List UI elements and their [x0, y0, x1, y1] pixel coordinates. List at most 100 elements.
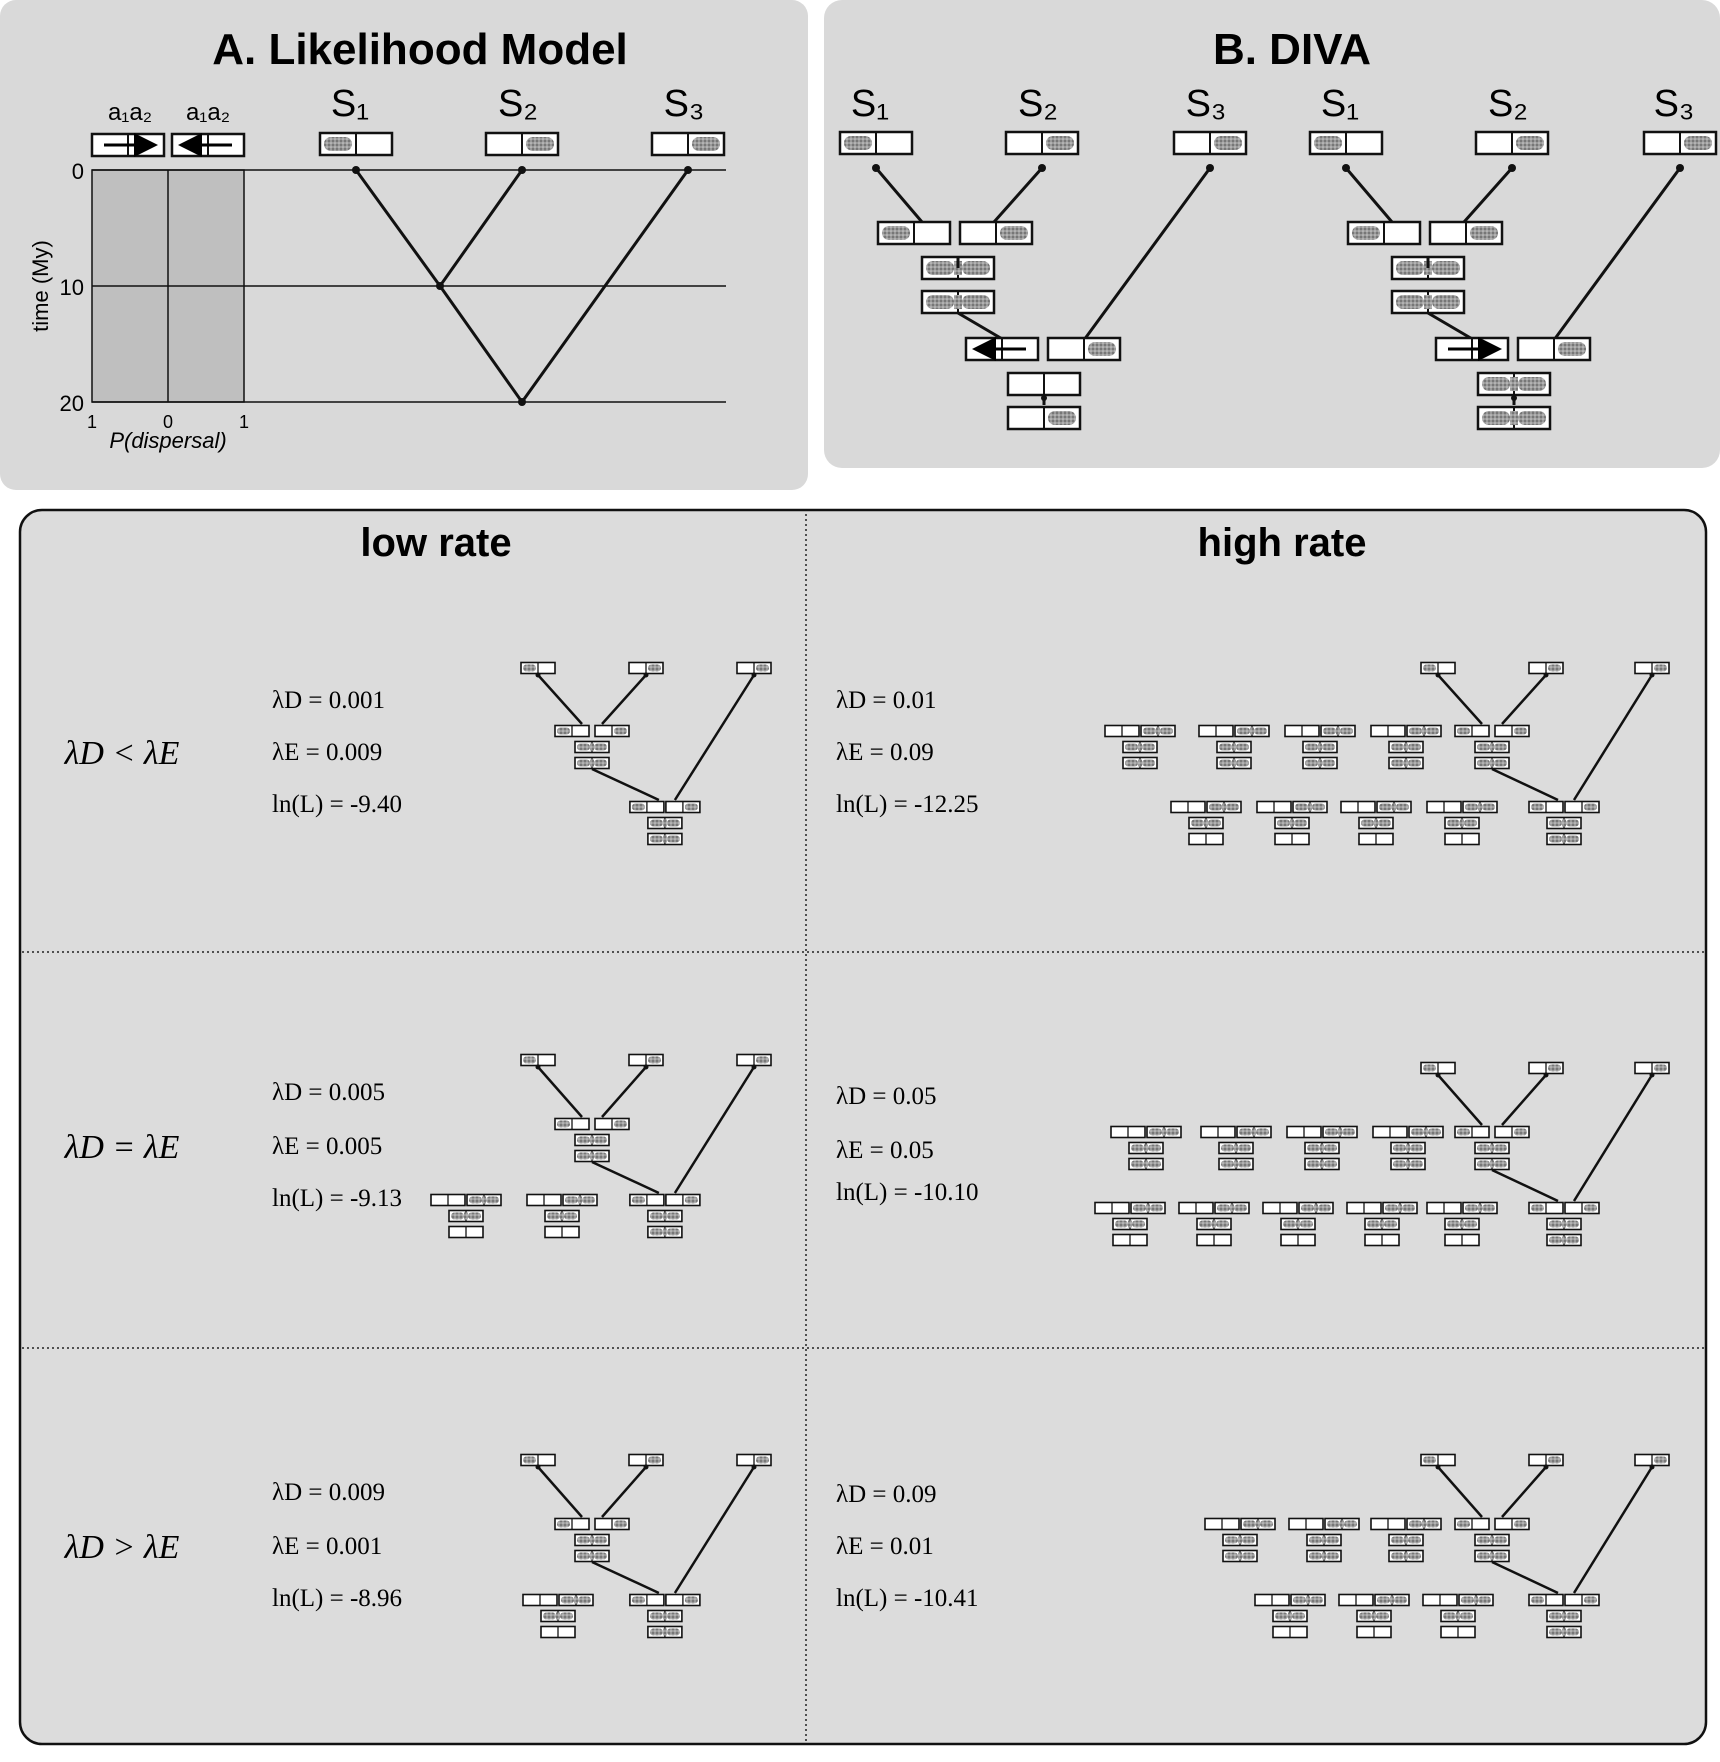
area-occupied	[1398, 1204, 1402, 1212]
node-dot	[1435, 1072, 1441, 1078]
area-occupied	[1144, 1144, 1148, 1152]
node-dot	[535, 1064, 541, 1070]
branch-line	[673, 674, 756, 801]
node-dot	[1649, 672, 1655, 678]
area-occupied	[1299, 1220, 1314, 1228]
area-occupied	[1513, 1520, 1528, 1528]
node-dot	[1342, 164, 1350, 172]
area-occupied	[576, 743, 591, 751]
area-occupied	[1425, 727, 1440, 735]
branch-line	[1491, 767, 1559, 802]
branch-line	[1491, 1168, 1559, 1203]
area-occupied	[1274, 1612, 1289, 1620]
area-occupied	[961, 294, 991, 310]
area-occupied	[323, 136, 353, 152]
area-occupied	[631, 803, 645, 811]
area-occupied	[613, 1120, 628, 1128]
area-occupied	[1130, 1144, 1145, 1152]
area-occupied	[755, 1456, 770, 1464]
area-occupied	[1213, 135, 1243, 151]
area-occupied	[1237, 1144, 1252, 1152]
area-occupied	[1557, 341, 1587, 357]
area-occupied	[1565, 1236, 1580, 1244]
area-occupied	[1318, 759, 1322, 767]
node-dot	[1038, 164, 1046, 172]
area-occupied	[1390, 759, 1405, 767]
area-occupied	[464, 1212, 468, 1220]
branch-line	[1437, 1074, 1483, 1126]
species-label-s3: S₃	[664, 83, 705, 125]
param-lambda-e: λE = 0.01	[836, 1533, 934, 1560]
area-occupied	[1422, 1520, 1426, 1528]
area-occupied	[1255, 1128, 1270, 1136]
area-occupied	[1360, 819, 1375, 827]
branch-line	[1572, 1074, 1654, 1202]
area-occupied	[1207, 819, 1222, 827]
branch-line	[520, 169, 690, 403]
area-occupied	[1321, 759, 1336, 767]
area-occupied	[1424, 1128, 1428, 1136]
time-tick-0: 0	[72, 159, 84, 184]
node-dot	[352, 166, 360, 174]
area-occupied	[1322, 727, 1337, 735]
area-occupied	[1583, 803, 1598, 811]
area-occupied	[1565, 835, 1580, 843]
area-occupied	[1383, 1220, 1398, 1228]
area-occupied	[1460, 1596, 1475, 1604]
branch-line	[1427, 311, 1475, 342]
area-occupied	[1442, 1612, 1457, 1620]
area-occupied	[1232, 759, 1236, 767]
area-occupied	[1304, 759, 1319, 767]
area-occupied	[1407, 1552, 1422, 1560]
area-occupied	[1409, 1160, 1424, 1168]
area-occupied	[576, 759, 591, 767]
area-occupied	[666, 835, 680, 843]
area-occupied	[485, 1196, 500, 1204]
area-occupied	[590, 1136, 594, 1144]
area-occupied	[1481, 410, 1511, 426]
diva-right-s3: S₃	[1654, 83, 1695, 125]
param-lnl: ln(L) = -10.41	[836, 1585, 979, 1612]
branch-line	[1572, 674, 1654, 801]
area-occupied	[684, 803, 698, 811]
area-occupied	[1384, 1204, 1399, 1212]
area-occupied	[1325, 1552, 1340, 1560]
area-occupied	[1493, 1144, 1508, 1152]
area-occupied	[1490, 759, 1494, 767]
area-occupied	[1408, 1520, 1423, 1528]
param-lnl: ln(L) = -10.10	[836, 1179, 979, 1206]
column-header-high: high rate	[1198, 521, 1367, 565]
area-occupied	[546, 1212, 561, 1220]
param-lambda-d: λD = 0.05	[836, 1083, 937, 1110]
area-occupied	[1517, 376, 1547, 392]
area-occupied	[1218, 743, 1233, 751]
area-occupied	[1374, 819, 1378, 827]
area-occupied	[1456, 1612, 1460, 1620]
area-occupied	[1306, 1160, 1321, 1168]
area-occupied	[1548, 835, 1563, 843]
area-occupied	[574, 1596, 578, 1604]
area-occupied	[1530, 1204, 1545, 1212]
area-occupied	[649, 1612, 663, 1620]
area-occupied	[1308, 803, 1312, 811]
area-occupied	[1339, 727, 1354, 735]
area-occupied	[577, 1596, 592, 1604]
area-occupied	[1390, 1536, 1405, 1544]
area-occupied	[1320, 1160, 1324, 1168]
area-occupied	[1404, 743, 1408, 751]
area-occupied	[1159, 727, 1174, 735]
area-occupied	[1431, 294, 1461, 310]
area-occupied	[522, 664, 537, 672]
area-occupied	[1513, 727, 1528, 735]
area-occupied	[522, 1456, 537, 1464]
area-occupied	[1530, 803, 1545, 811]
area-occupied	[647, 664, 662, 672]
area-occupied	[1459, 1612, 1474, 1620]
area-occupied	[1351, 225, 1381, 241]
diva-left-s2: S₂	[1018, 83, 1058, 125]
area-occupied	[1404, 1536, 1408, 1544]
area-occupied	[662, 1228, 667, 1236]
area-occupied	[590, 743, 594, 751]
branch-line	[601, 1466, 647, 1518]
area-occupied	[1114, 1220, 1129, 1228]
